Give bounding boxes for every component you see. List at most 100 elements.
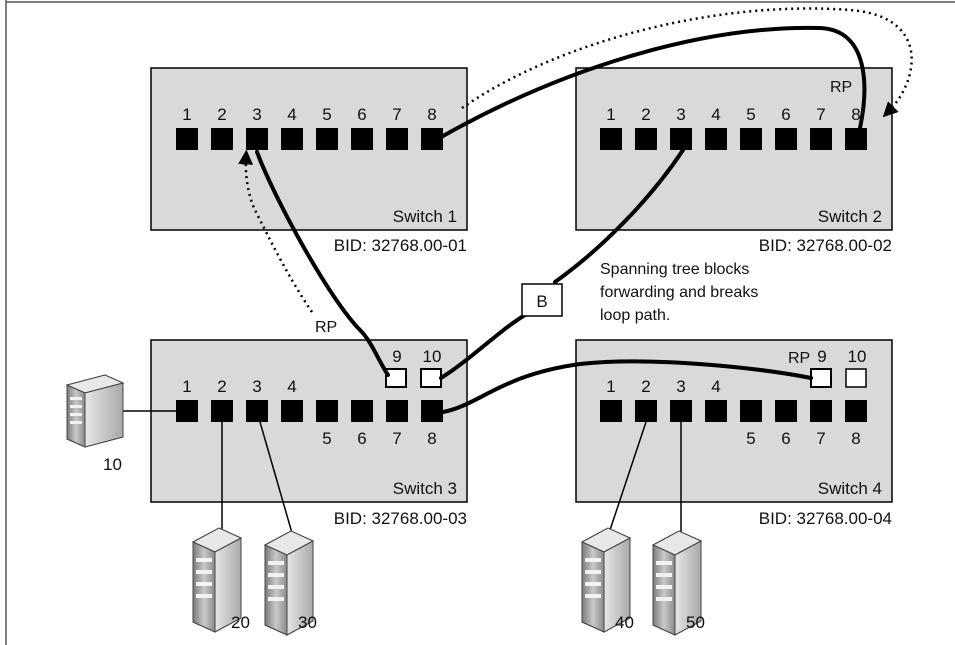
switch-1-port-4-label: 4 <box>287 105 296 124</box>
cable-s1p8-s2p8 <box>441 25 867 138</box>
switch-2-port-7 <box>810 128 832 150</box>
switch-3-port-4-label: 4 <box>287 377 296 396</box>
switch-4-port-2 <box>635 400 657 422</box>
root-path-arrow-s3-s1 <box>238 149 314 313</box>
switch-2-port-4-label: 4 <box>711 105 720 124</box>
switch-4-port-1 <box>600 400 622 422</box>
switch-2-port-2-label: 2 <box>641 105 650 124</box>
switch-4-port-10-label: 10 <box>848 347 867 366</box>
switch-1-port-1 <box>176 128 198 150</box>
switch-3-port-2-label: 2 <box>217 377 226 396</box>
blocked-marker-box <box>521 283 563 317</box>
server-10-label: 10 <box>103 455 122 474</box>
switch-1-port-3-label: 3 <box>252 105 261 124</box>
switch-3-port-5-label: 5 <box>322 429 331 448</box>
switch-1-port-2-label: 2 <box>217 105 226 124</box>
switch-4-port-5 <box>740 400 762 422</box>
blocked-marker: B <box>521 283 563 317</box>
switch-2-port-6-label: 6 <box>781 105 790 124</box>
switch-3-ports: 1 2 3 4 5 6 7 8 9 10 <box>176 347 443 448</box>
switch-3-bid: BID: 32768.00-03 <box>334 509 467 528</box>
rp-label-switch-3: RP <box>315 319 337 336</box>
cable-s3p8-s4p9 <box>441 359 813 414</box>
switch-1-port-5-label: 5 <box>322 105 331 124</box>
switch-1-port-8-label: 8 <box>427 105 436 124</box>
switch-3-port-3-label: 3 <box>252 377 261 396</box>
switch-2-port-2 <box>635 128 657 150</box>
switch-3-port-5 <box>316 400 338 422</box>
switch-4-port-1-label: 1 <box>606 377 615 396</box>
switch-4-port-9-label: 9 <box>817 347 826 366</box>
switch-4-port-8-label: 8 <box>851 429 860 448</box>
server-40-label: 40 <box>615 613 634 632</box>
switch-1-port-6 <box>351 128 373 150</box>
cable-blocked-s3p10 <box>439 313 527 380</box>
switch-1-ports: 1 2 3 4 5 6 7 8 <box>176 105 443 150</box>
switch-3-name: Switch 3 <box>393 479 457 498</box>
server-30-icon <box>263 530 315 636</box>
switch-3-port-1-label: 1 <box>182 377 191 396</box>
cable-s1p3-s3p9 <box>255 150 390 377</box>
switch-1-port-5 <box>316 128 338 150</box>
switch-2-port-8 <box>845 128 867 150</box>
server-10: 10 <box>65 374 125 474</box>
server-10-icon <box>65 374 125 448</box>
switch-1-body <box>150 67 468 231</box>
server-40: 40 <box>580 527 634 633</box>
switch-4-port-4-label: 4 <box>711 377 720 396</box>
server-50-label: 50 <box>686 613 705 632</box>
server-50: 50 <box>651 530 705 636</box>
switch-2-port-4 <box>705 128 727 150</box>
switch-4-port-7 <box>810 400 832 422</box>
switch-4-port-10 <box>845 368 867 388</box>
switch-1-port-2 <box>211 128 233 150</box>
switch-2-port-5 <box>740 128 762 150</box>
cable-host-40 <box>609 421 647 531</box>
server-30: 30 <box>263 530 317 636</box>
switch-4-port-8 <box>845 400 867 422</box>
switch-2-port-1-label: 1 <box>606 105 615 124</box>
switch-4-port-3 <box>670 400 692 422</box>
switch-1-port-6-label: 6 <box>357 105 366 124</box>
switch-3-port-10 <box>420 368 442 388</box>
switch-2: Switch 2 BID: 32768.00-02 <box>575 67 893 255</box>
switch-3-port-2 <box>211 400 233 422</box>
switch-3-port-10-label: 10 <box>423 347 442 366</box>
cable-s2p3-blocked <box>553 148 685 284</box>
switch-4-port-6-label: 6 <box>781 429 790 448</box>
switch-3-port-9 <box>385 368 407 388</box>
switch-4-name: Switch 4 <box>818 479 882 498</box>
switch-3-body <box>150 339 468 503</box>
switch-2-ports: 1 2 3 4 5 6 7 8 <box>600 105 867 150</box>
switch-1-name: Switch 1 <box>393 207 457 226</box>
switch-4-port-3-label: 3 <box>676 377 685 396</box>
switch-1-port-3 <box>246 128 268 150</box>
switch-2-port-7-label: 7 <box>816 105 825 124</box>
note-line-3: loop path. <box>600 307 670 324</box>
switch-3-port-7 <box>386 400 408 422</box>
switch-4: Switch 4 BID: 32768.00-04 <box>575 339 893 528</box>
note-line-2: forwarding and breaks <box>600 284 758 301</box>
server-40-icon <box>580 527 632 633</box>
switch-2-port-3 <box>670 128 692 150</box>
switch-2-port-5-label: 5 <box>746 105 755 124</box>
server-20-icon <box>191 527 243 633</box>
blocked-marker-label: B <box>536 292 547 311</box>
server-20-label: 20 <box>231 613 250 632</box>
switch-3-port-4 <box>281 400 303 422</box>
switch-3-port-3 <box>246 400 268 422</box>
switch-4-port-2-label: 2 <box>641 377 650 396</box>
switch-2-port-1 <box>600 128 622 150</box>
server-30-label: 30 <box>298 613 317 632</box>
server-50-icon <box>651 530 703 636</box>
switch-2-name: Switch 2 <box>818 207 882 226</box>
root-path-arrows <box>238 7 913 313</box>
note-line-1: Spanning tree blocks <box>600 261 749 278</box>
switch-4-port-5-label: 5 <box>746 429 755 448</box>
switch-1-port-7-label: 7 <box>392 105 401 124</box>
switch-1-port-4 <box>281 128 303 150</box>
host-cables <box>122 410 682 534</box>
switch-4-port-7-label: 7 <box>816 429 825 448</box>
switch-2-port-6 <box>775 128 797 150</box>
